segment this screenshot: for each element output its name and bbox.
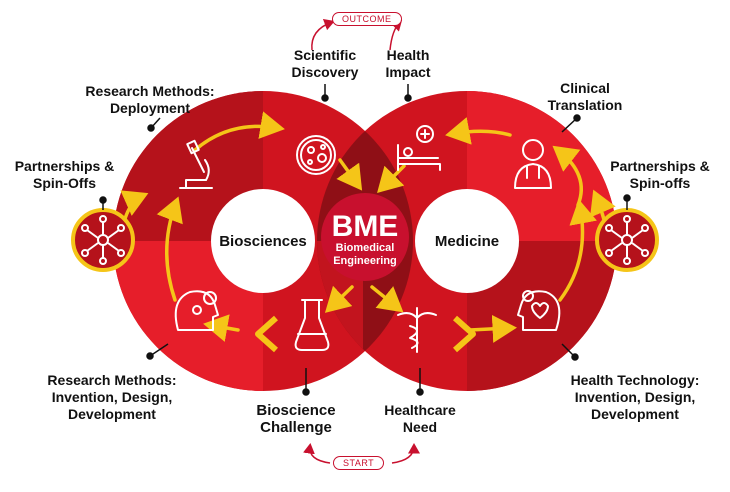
leader-lines [99,84,631,396]
biosciences-hub [211,189,315,293]
caduceus-icon [397,307,437,353]
label-line: Translation [547,97,623,113]
health-technology-label: Health Technology: Invention, Design, De… [545,372,725,423]
label-line: Challenge [260,419,332,436]
label-line: Partnerships & [14,158,115,174]
medicine-hub [415,189,519,293]
label-line: Development [591,406,679,422]
medicine-label: Medicine [435,233,499,250]
patient-bed-icon [397,125,441,171]
bme-badge: BME Biomedical Engineering [321,193,409,281]
label-line: Partnerships & [610,158,710,174]
microscope-icon [179,139,213,189]
head-heart-icon [517,290,561,331]
label-line: Clinical [560,80,610,96]
bme-subtitle-line1: Biomedical [336,242,395,254]
label-line: Invention, Design, [51,389,173,405]
petri-dish-icon [296,135,336,175]
network-icon [71,208,135,272]
chevron-right-icon [453,315,476,353]
flow-arrows [118,111,616,343]
label-line: Spin-offs [629,175,691,191]
label-line: Health [386,47,430,63]
label-line: Research Methods: [85,83,215,99]
label-line: Need [402,419,438,435]
biosciences-label: Biosciences [219,233,307,250]
label-line: Discovery [291,64,359,80]
bioscience-challenge-label: Bioscience Challenge [236,402,356,436]
label-line: Bioscience [256,402,336,419]
healthcare-need-label: Healthcare Need [375,402,465,436]
outcome-pill: OUTCOME [332,12,402,26]
label-line: Development [68,406,156,422]
partnerships-left-label: Partnerships & Spin-Offs [2,158,127,192]
start-connectors [303,443,420,464]
label-line: Spin-Offs [33,175,96,191]
flask-icon [294,299,330,351]
start-pill: START [333,456,385,470]
label-line: Health Technology: [570,372,700,388]
scientific-discovery-label: Scientific Discovery [270,47,380,81]
doctor-icon [514,139,552,189]
chevron-left-icon [255,315,278,353]
head-gear-icon [174,290,219,331]
research-invention-label: Research Methods: Invention, Design, Dev… [22,372,202,423]
health-impact-label: Health Impact [368,47,448,81]
bme-title: BME [332,210,399,243]
bme-subtitle-line2: Engineering [333,255,397,267]
network-icon [595,208,659,272]
label-line: Healthcare [384,402,456,418]
label-line: Invention, Design, [574,389,696,405]
label-line: Scientific [293,47,357,63]
clinical-translation-label: Clinical Translation [530,80,640,114]
partnerships-right-label: Partnerships & Spin-offs [595,158,725,192]
label-line: Impact [385,64,431,80]
label-line: Research Methods: [47,372,177,388]
research-deployment-label: Research Methods: Deployment [60,83,240,117]
label-line: Deployment [109,100,191,116]
outcome-connectors [311,18,403,51]
